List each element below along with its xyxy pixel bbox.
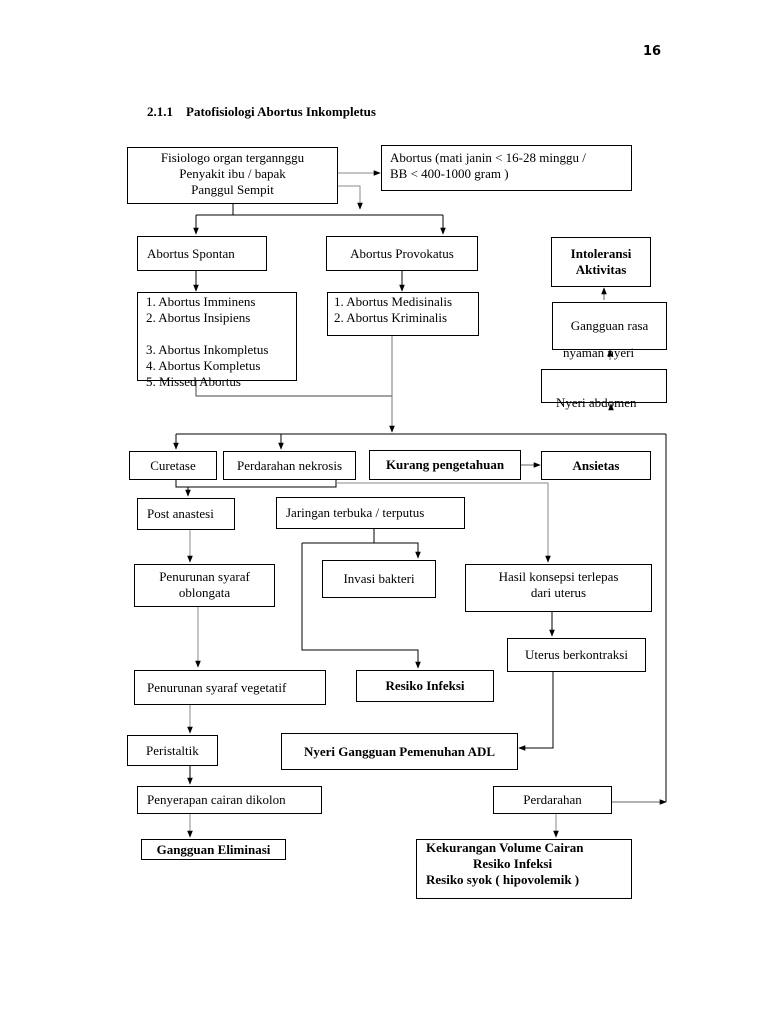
gangguan-rasa-label: Gangguan rasa xyxy=(570,318,649,333)
hasil-konsepsi-line-1: Hasil konsepsi terlepas xyxy=(498,569,619,584)
jaringan-terbuka-label: Jaringan terbuka / terputus xyxy=(286,505,425,520)
perdarahan-nekrosis-label: Perdarahan nekrosis xyxy=(236,457,343,473)
abortus-def-line-2: BB < 400-1000 gram ) xyxy=(390,166,509,181)
intoleransi-line-1: Intoleransi xyxy=(570,246,632,261)
hasil-konsepsi-line-2: dari uterus xyxy=(530,585,587,600)
penurunan-oblongata-line-1: Penurunan syaraf xyxy=(159,569,250,584)
spontan-item-1: 1. Abortus Imminens xyxy=(146,294,256,309)
section-title: Patofisiologi Abortus Inkompletus xyxy=(186,104,376,119)
kekurangan-line-3: Resiko syok ( hipovolemik ) xyxy=(426,872,580,887)
abortus-def-line-1: Abortus (mati janin < 16-28 minggu / xyxy=(390,150,586,165)
spontan-item-4: 4. Abortus Kompletus xyxy=(146,358,261,373)
abortus-spontan-box: Abortus Spontan xyxy=(137,236,267,271)
kurang-pengetahuan-label: Kurang pengetahuan xyxy=(385,457,505,472)
ansietas-label: Ansietas xyxy=(572,457,620,473)
provokatus-item-1: 1. Abortus Medisinalis xyxy=(334,294,453,309)
abortus-provokatus-list: 1. Abortus Medisinalis 2. Abortus Krimin… xyxy=(327,292,479,336)
perdarahan-box: Perdarahan xyxy=(493,786,612,814)
page-number: 16 xyxy=(643,44,662,59)
gangguan-eliminasi-box: Gangguan Eliminasi xyxy=(141,839,286,860)
invasi-bakteri-box: Invasi bakteri xyxy=(322,560,436,598)
faktor-line-3: Panggul Sempit xyxy=(191,182,274,197)
post-anastesi-label: Post anastesi xyxy=(147,506,214,521)
spontan-spacer xyxy=(146,326,296,342)
abortus-spontan-list: 1. Abortus Imminens 2. Abortus Insipiens… xyxy=(137,292,297,389)
peristaltik-box: Peristaltik xyxy=(127,735,218,766)
penyerapan-cairan-box: Penyerapan cairan dikolon xyxy=(137,786,322,814)
kekurangan-line-2: Resiko Infeksi xyxy=(473,856,553,871)
abortus-definition-box: Abortus (mati janin < 16-28 minggu / BB … xyxy=(381,145,632,191)
section-number: 2.1.1 xyxy=(147,104,173,119)
kekurangan-volume-box: Kekurangan Volume Cairan Resiko Infeksi … xyxy=(416,839,632,899)
faktor-penyebab-box: Fisiologo organ tergannggu Penyakit ibu … xyxy=(127,147,338,204)
spontan-item-2: 2. Abortus Insipiens xyxy=(146,310,251,325)
uterus-berkontraksi-box: Uterus berkontraksi xyxy=(507,638,646,672)
curetase-label: Curetase xyxy=(150,457,196,473)
faktor-line-1: Fisiologo organ tergannggu xyxy=(160,150,305,165)
spontan-item-5: 5. Missed Abortus xyxy=(146,374,241,389)
perdarahan-nekrosis-box: Perdarahan nekrosis xyxy=(223,451,356,480)
faktor-line-2: Penyakit ibu / bapak xyxy=(179,166,286,181)
intoleransi-line-2: Aktivitas xyxy=(575,262,627,277)
penurunan-vegetatif-box: Penurunan syaraf vegetatif xyxy=(134,670,326,705)
post-anastesi-box: Post anastesi xyxy=(137,498,235,530)
nyeri-abdomen-box xyxy=(541,369,667,403)
kekurangan-line-1: Kekurangan Volume Cairan xyxy=(426,840,584,855)
penurunan-oblongata-line-2: oblongata xyxy=(178,585,231,600)
hasil-konsepsi-box: Hasil konsepsi terlepas dari uterus xyxy=(465,564,652,612)
ansietas-box: Ansietas xyxy=(541,451,651,480)
gangguan-rasa-box: Gangguan rasa xyxy=(552,302,667,350)
penurunan-vegetatif-label: Penurunan syaraf vegetatif xyxy=(147,679,287,695)
uterus-berkontraksi-label: Uterus berkontraksi xyxy=(525,647,628,662)
kurang-pengetahuan-box: Kurang pengetahuan xyxy=(369,450,521,480)
spontan-item-3: 3. Abortus Inkompletus xyxy=(146,342,269,357)
nyaman-nyeri-label: nyaman nyeri xyxy=(563,345,635,360)
resiko-infeksi-box: Resiko Infeksi xyxy=(356,670,494,702)
resiko-infeksi-label: Resiko Infeksi xyxy=(385,678,465,693)
penurunan-oblongata-box: Penurunan syaraf oblongata xyxy=(134,564,275,607)
gangguan-eliminasi-label: Gangguan Eliminasi xyxy=(156,841,271,857)
abortus-spontan-label: Abortus Spontan xyxy=(147,245,235,261)
abortus-provokatus-label: Abortus Provokatus xyxy=(350,245,454,261)
jaringan-terbuka-box: Jaringan terbuka / terputus xyxy=(276,497,465,529)
perdarahan-label: Perdarahan xyxy=(523,792,582,807)
section-heading: 2.1.1 Patofisiologi Abortus Inkompletus xyxy=(147,104,376,120)
provokatus-item-2: 2. Abortus Kriminalis xyxy=(334,310,448,325)
nyeri-adl-box: Nyeri Gangguan Pemenuhan ADL xyxy=(281,733,518,770)
peristaltik-label: Peristaltik xyxy=(146,742,199,758)
nyeri-adl-label: Nyeri Gangguan Pemenuhan ADL xyxy=(303,743,496,759)
penyerapan-cairan-label: Penyerapan cairan dikolon xyxy=(147,792,286,807)
curetase-box: Curetase xyxy=(129,451,217,480)
invasi-bakteri-label: Invasi bakteri xyxy=(343,571,415,586)
nyeri-abdomen-label: Nyeri abdomen xyxy=(556,395,637,410)
abortus-provokatus-box: Abortus Provokatus xyxy=(326,236,478,271)
intoleransi-aktivitas-box: Intoleransi Aktivitas xyxy=(551,237,651,287)
